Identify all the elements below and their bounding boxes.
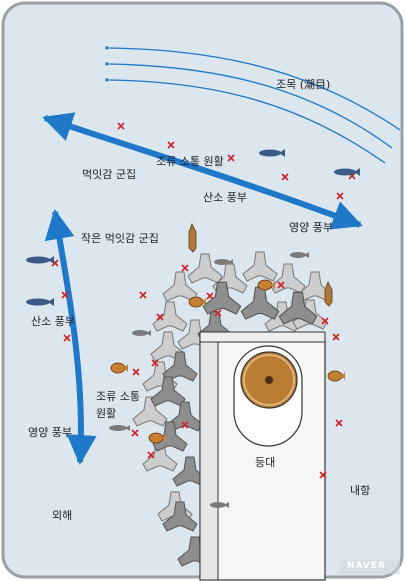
current-smooth-top-label: 조류 소통 원활	[156, 155, 224, 168]
squid-icon	[188, 223, 333, 307]
lighthouse-label: 등대	[255, 456, 276, 469]
fish-icon	[26, 149, 360, 508]
nutrient-rich-left-label: 영양 풍부	[28, 426, 72, 439]
inner-harbor-label: 내항	[350, 484, 371, 497]
nutrient-rich-top-label: 영양 풍부	[289, 221, 333, 234]
current-smooth-mid-label-2: 원활	[96, 407, 117, 420]
current-smooth-mid-label-1: 조류 소통	[96, 390, 140, 403]
main-current-arrow	[42, 112, 363, 230]
lamp-icon	[240, 351, 298, 409]
small-prey-school-label: 작은 먹잇감 군집	[81, 232, 159, 245]
open-sea-label: 외해	[52, 509, 73, 522]
cross-marker-icon	[51, 122, 356, 479]
oxygen-rich-top-label: 산소 풍부	[203, 191, 247, 204]
left-current-arrow	[44, 209, 97, 465]
watermark-band	[340, 560, 400, 574]
tidal-line-label: 조목 (潮目)	[276, 78, 331, 91]
oxygen-rich-left-label: 산소 풍부	[31, 315, 75, 328]
watermark: NAVER	[347, 561, 386, 571]
prey-school-label: 먹잇감 군집	[82, 168, 137, 181]
